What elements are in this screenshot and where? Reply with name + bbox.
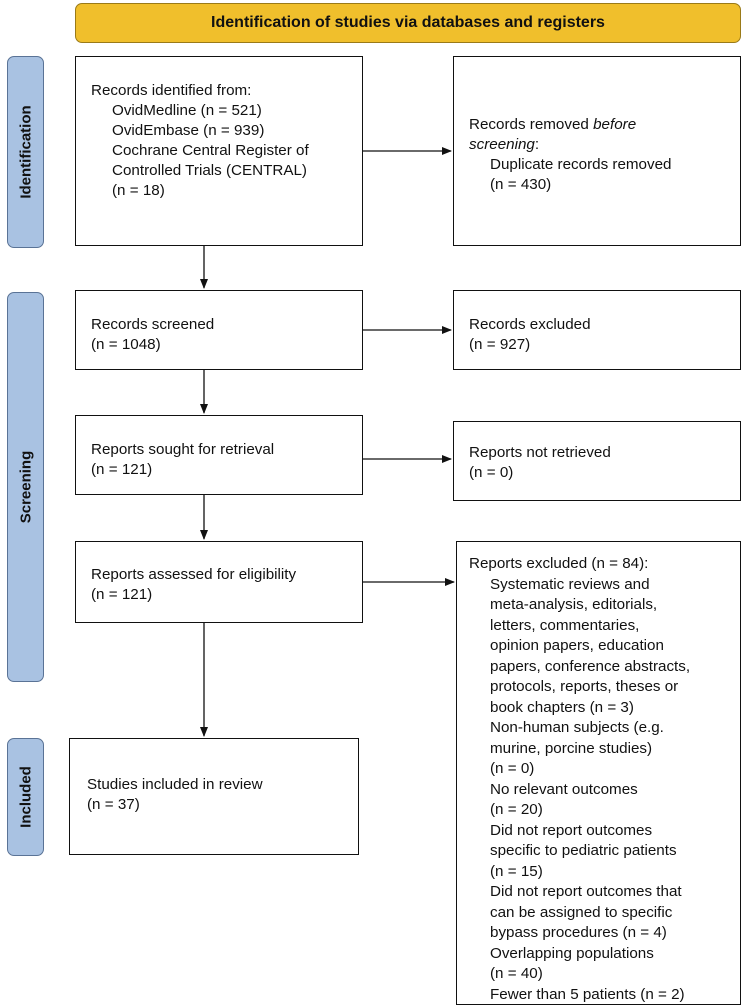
duplicates-count: (n = 430): [490, 176, 552, 193]
phase-included: Included: [7, 738, 44, 856]
source-central-line2: Controlled Trials (CENTRAL): [112, 162, 307, 179]
studies-included-count: (n = 37): [87, 796, 140, 813]
reports-excluded-heading: Reports excluded (n = 84):: [469, 555, 649, 572]
exclusion-reason-line: Systematic reviews and: [490, 575, 650, 593]
reports-assessed-box: Reports assessed for eligibility (n = 12…: [75, 541, 363, 623]
records-identified-box: Records identified from: OvidMedline (n …: [75, 56, 363, 246]
phase-identification: Identification: [7, 56, 44, 248]
exclusion-reason-line: papers, conference abstracts,: [490, 657, 691, 675]
exclusion-reason-line: (n = 20): [490, 801, 543, 818]
reports-not-retrieved-count: (n = 0): [469, 464, 514, 481]
reports-assessed-count: (n = 121): [91, 586, 153, 603]
exclusion-reason-line: can be assigned to specific: [490, 903, 673, 921]
records-identified-heading: Records identified from:: [91, 82, 252, 99]
exclusion-reason-line: Fewer than 5 patients (n = 2): [490, 985, 685, 1003]
reports-not-retrieved-box: Reports not retrieved (n = 0): [453, 421, 741, 501]
exclusion-reason-line: meta-analysis, editorials,: [490, 596, 658, 613]
records-excluded-label: Records excluded: [469, 316, 591, 333]
source-central-count: (n = 18): [112, 182, 165, 199]
reports-sought-count: (n = 121): [91, 461, 153, 478]
exclusion-reason-line: (n = 0): [490, 760, 535, 777]
studies-included-box: Studies included in review (n = 37): [69, 738, 359, 855]
exclusion-reason-line: book chapters (n = 3): [490, 698, 634, 716]
reports-sought-label: Reports sought for retrieval: [91, 441, 275, 458]
reports-sought-box: Reports sought for retrieval (n = 121): [75, 415, 363, 495]
records-screened-count: (n = 1048): [91, 336, 161, 353]
exclusion-reason-line: Non-human subjects (e.g.: [490, 719, 664, 736]
source-medline: OvidMedline (n = 521): [112, 102, 262, 119]
header-title: Identification of studies via databases …: [211, 14, 605, 31]
source-embase: OvidEmbase (n = 939): [112, 122, 265, 139]
reports-assessed-label: Reports assessed for eligibility: [91, 566, 297, 583]
header-banner: Identification of studies via databases …: [75, 3, 741, 43]
exclusion-reason-line: specific to pediatric patients: [490, 842, 677, 859]
exclusion-reason-line: (n = 40): [490, 965, 543, 982]
records-removed-heading: Records removed before: [469, 116, 637, 133]
reports-excluded-box: Reports excluded (n = 84): Systematic re…: [456, 541, 741, 1005]
studies-included-label: Studies included in review: [87, 776, 263, 793]
records-removed-heading-2: screening:: [469, 136, 540, 153]
duplicates-label: Duplicate records removed: [490, 156, 672, 173]
records-screened-box: Records screened (n = 1048): [75, 290, 363, 370]
records-removed-box: Records removed before screening: Duplic…: [453, 56, 741, 246]
exclusion-reason-line: protocols, reports, theses or: [490, 678, 679, 695]
reports-not-retrieved-label: Reports not retrieved: [469, 444, 611, 461]
exclusion-reason-line: Did not report outcomes: [490, 821, 653, 839]
records-excluded-box: Records excluded (n = 927): [453, 290, 741, 370]
records-excluded-count: (n = 927): [469, 336, 531, 353]
exclusion-reason-line: (n = 15): [490, 862, 543, 880]
reports-excluded-list: Systematic reviews and meta-analysis, edi…: [469, 575, 740, 1006]
exclusion-reason-line: Overlapping populations: [490, 944, 654, 962]
exclusion-reason-line: Did not report outcomes that: [490, 883, 682, 900]
exclusion-reason-line: opinion papers, education: [490, 637, 664, 654]
exclusion-reason-line: No relevant outcomes: [490, 780, 638, 798]
exclusion-reason-line: bypass procedures (n = 4): [490, 924, 667, 941]
source-central-line1: Cochrane Central Register of: [112, 142, 309, 159]
exclusion-reason-line: letters, commentaries,: [490, 616, 640, 634]
exclusion-reason-line: murine, porcine studies): [490, 739, 653, 757]
phase-screening: Screening: [7, 292, 44, 682]
records-screened-label: Records screened: [91, 316, 215, 333]
